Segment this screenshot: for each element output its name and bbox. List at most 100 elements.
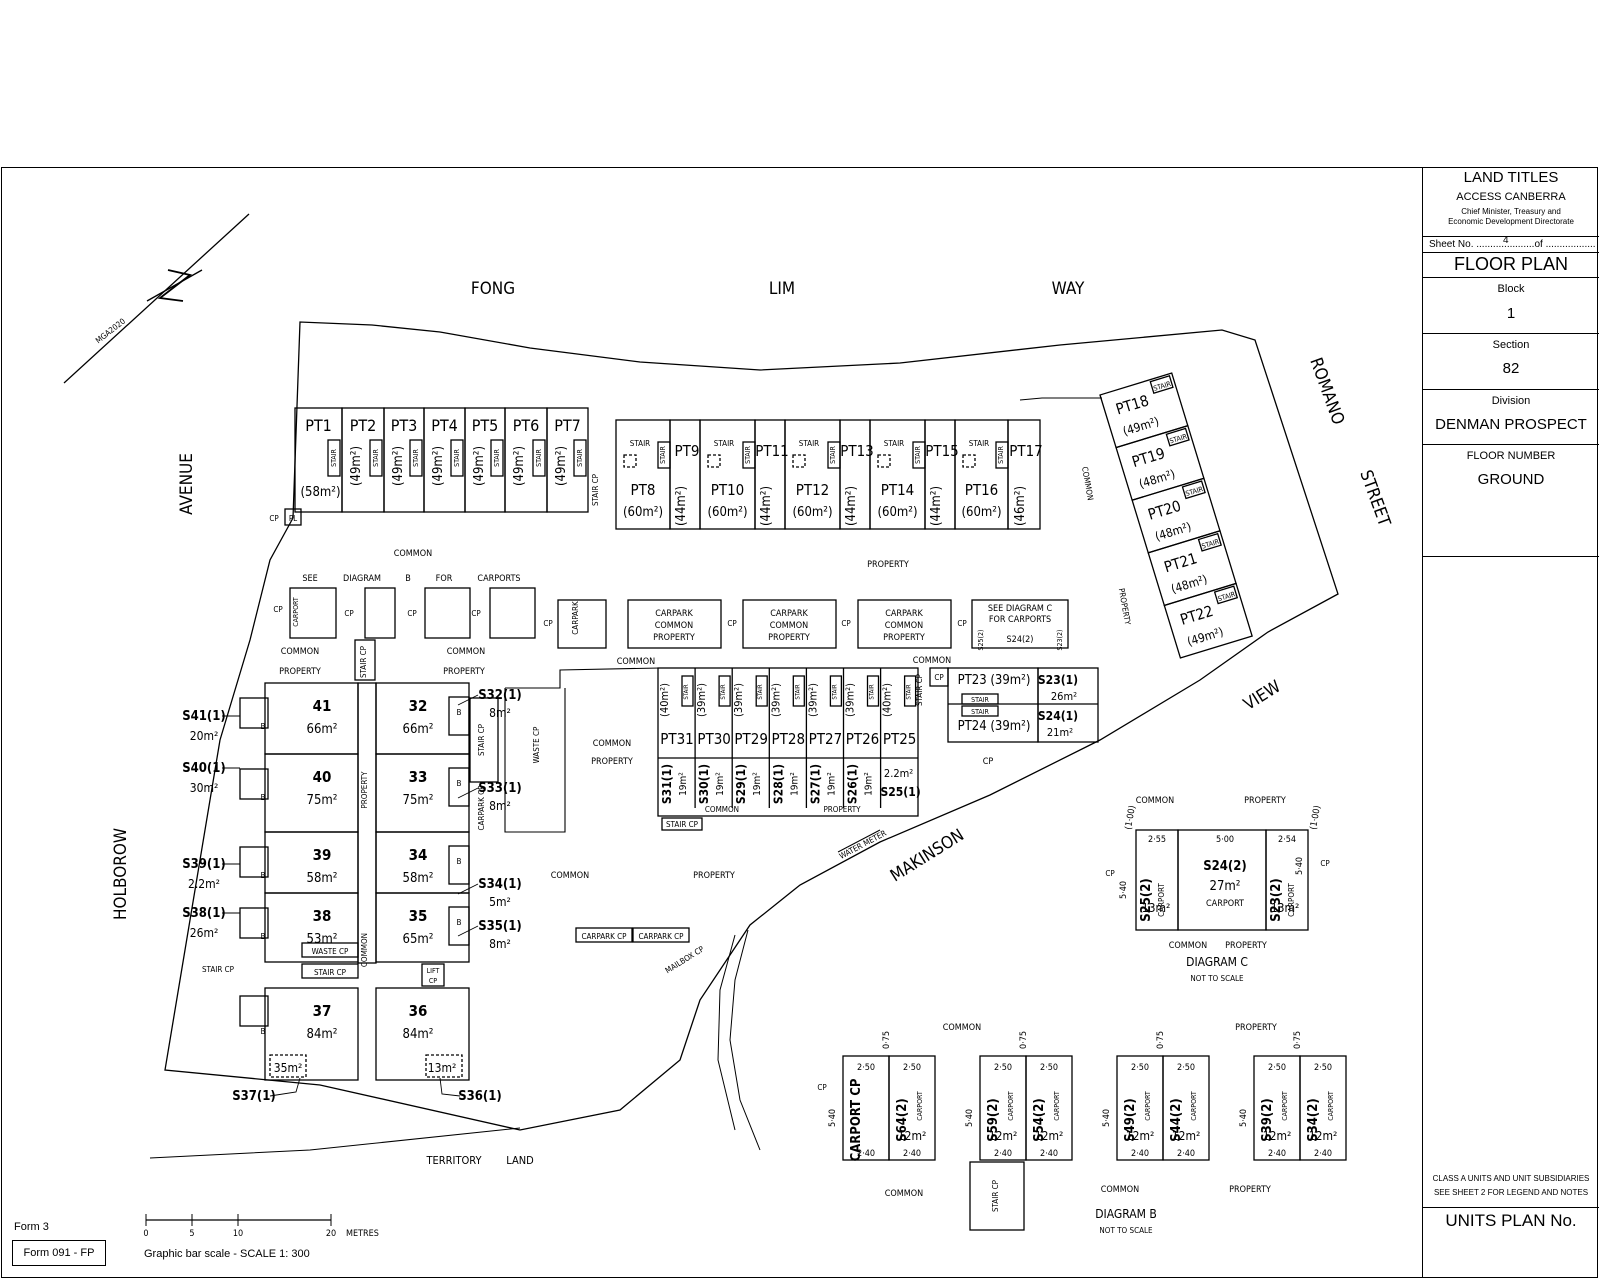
diagram-b-note: FOR (436, 574, 453, 584)
water-meter-label: WATER METER (838, 829, 888, 861)
mailbox-cp-label: MAILBOX CP (664, 944, 706, 975)
dim-label: 2·54 (1278, 835, 1296, 845)
unit-name: PT12 (796, 481, 830, 499)
stair-box (792, 675, 805, 707)
unit-name: PT19 (1130, 444, 1167, 471)
lift-cp-label: LIFT (427, 967, 440, 975)
carpark-cp-box (632, 927, 690, 943)
stair-box (829, 675, 843, 707)
stair-box (450, 439, 464, 477)
unit-area: 75m² (307, 793, 338, 808)
unit-area: (58m²) (300, 485, 340, 500)
water-meter-box (837, 829, 881, 853)
floor-value: GROUND (1477, 471, 1545, 488)
stair-cp-label: STAIR CP (359, 645, 368, 678)
stair-well (707, 454, 721, 468)
unit-area: (49m²) (349, 446, 364, 486)
subsidiary-area: 19m² (715, 772, 726, 796)
left-building: B4166m²B4075m²B3958m²B3853m²B3784m²WASTE… (202, 682, 359, 1081)
stair-label: STAIR (372, 448, 380, 466)
diagram-b-title: DIAGRAM B (1095, 1207, 1157, 1221)
unit-area: (49m²) (1121, 414, 1160, 438)
unit-area: (60m²) (623, 505, 663, 520)
unit-name: 35 (409, 907, 428, 925)
territory-boundary-curve (149, 1127, 521, 1159)
waste-cp-outline (504, 688, 566, 833)
balcony-b-label: B (457, 857, 462, 866)
carport-label: CARPORT (1327, 1091, 1335, 1121)
street-lim: LIM (769, 279, 795, 299)
stair-label: STAIR (453, 448, 461, 466)
lift-cp-label: CP (429, 977, 437, 985)
subsidiary-area: 5m² (489, 895, 511, 909)
subsidiary-area: 19m² (752, 772, 763, 796)
cp-label: CP (269, 514, 279, 523)
unit-area: 75m² (403, 793, 434, 808)
cp-label: CP (543, 619, 553, 628)
property-label: PROPERTY (1229, 1185, 1271, 1195)
scale-tick-label: 10 (233, 1229, 243, 1239)
unit-area: 58m² (403, 871, 434, 886)
carpark-cp-label: CARPARK CP (581, 932, 627, 941)
common-label: COMMON (1101, 1185, 1139, 1195)
dim-label: 2·50 (903, 1063, 921, 1073)
dim-label: 2·40 (994, 1149, 1012, 1159)
diagram-b-note: NOT TO SCALE (1099, 1226, 1153, 1235)
directorate-line-2: Economic Development Directorate (1448, 217, 1574, 226)
sheet-number: 4 (1503, 235, 1509, 246)
unit-name: PT7 (554, 416, 581, 435)
unit-name: PT2 (350, 416, 377, 435)
form-label: Form 3 (14, 1221, 49, 1233)
kerb-curve (717, 934, 736, 1131)
unit-name: PT13 (840, 442, 874, 460)
diagram-b-carport-s392: S39(2) (1260, 1098, 1275, 1142)
pt23-pt24-block: PT23 (39m²)PT24 (39m²)STAIRSTAIRS23(1)26… (929, 667, 1099, 743)
subsidiary-area: 19m² (789, 772, 800, 796)
block-label: Block (1497, 283, 1525, 295)
diagram-b-bay (1162, 1055, 1210, 1161)
dim-label: 2·50 (1314, 1063, 1332, 1073)
scale-tick-label: 5 (189, 1229, 194, 1239)
stair-well (962, 454, 976, 468)
carpark-common-label: COMMON (655, 621, 693, 631)
property-label: PROPERTY (1117, 588, 1132, 627)
unit-area: 84m² (403, 1027, 434, 1042)
stair-box (327, 439, 341, 477)
cp-label: CP (817, 1083, 827, 1092)
leader-line (269, 1077, 301, 1097)
dim-label: 2·55 (1148, 835, 1166, 845)
unit-name: PT9 (675, 442, 700, 460)
street-way: WAY (1052, 279, 1085, 299)
balcony-b-label: B (261, 932, 266, 941)
stair-box (903, 675, 917, 707)
common-label: COMMON (913, 656, 951, 666)
subsidiary-name: S25(1) (881, 785, 921, 799)
diagram-c-s25-2-area: 13m² (1142, 901, 1171, 915)
unit-name: PT28 (772, 730, 806, 748)
stair-box (657, 441, 671, 469)
dim-label: 5·40 (1119, 881, 1129, 899)
dim-label: 2·50 (1268, 1063, 1286, 1073)
stair-box (961, 705, 999, 717)
street-romano: ROMANO (1305, 355, 1348, 427)
unit-area: (49m²) (554, 446, 569, 486)
diagram-b-carport-s642: S64(2) (895, 1098, 910, 1142)
unit-area: (48m²) (1137, 467, 1176, 491)
unit-name: PT8 (631, 481, 656, 499)
unit-area: (49m²) (512, 446, 527, 486)
carpark-cp-label: CARPARK CP (477, 785, 486, 831)
subsidiary-area: 30m² (190, 781, 219, 795)
unit-36 (375, 987, 470, 1081)
unit-name: PT31 (660, 730, 694, 748)
unit-area: (60m²) (792, 505, 832, 520)
diagram-b-bay (1025, 1055, 1073, 1161)
stair-cp-box (301, 963, 359, 979)
stair-box (912, 441, 926, 469)
dim-label: 2·50 (994, 1063, 1012, 1073)
stair-box (490, 439, 504, 477)
unit-name: PT29 (734, 730, 768, 748)
carpark-common-label: COMMON (885, 621, 923, 631)
subsidiary-area: 2.2m² (188, 877, 220, 891)
diagram-b-bay (888, 1055, 936, 1161)
